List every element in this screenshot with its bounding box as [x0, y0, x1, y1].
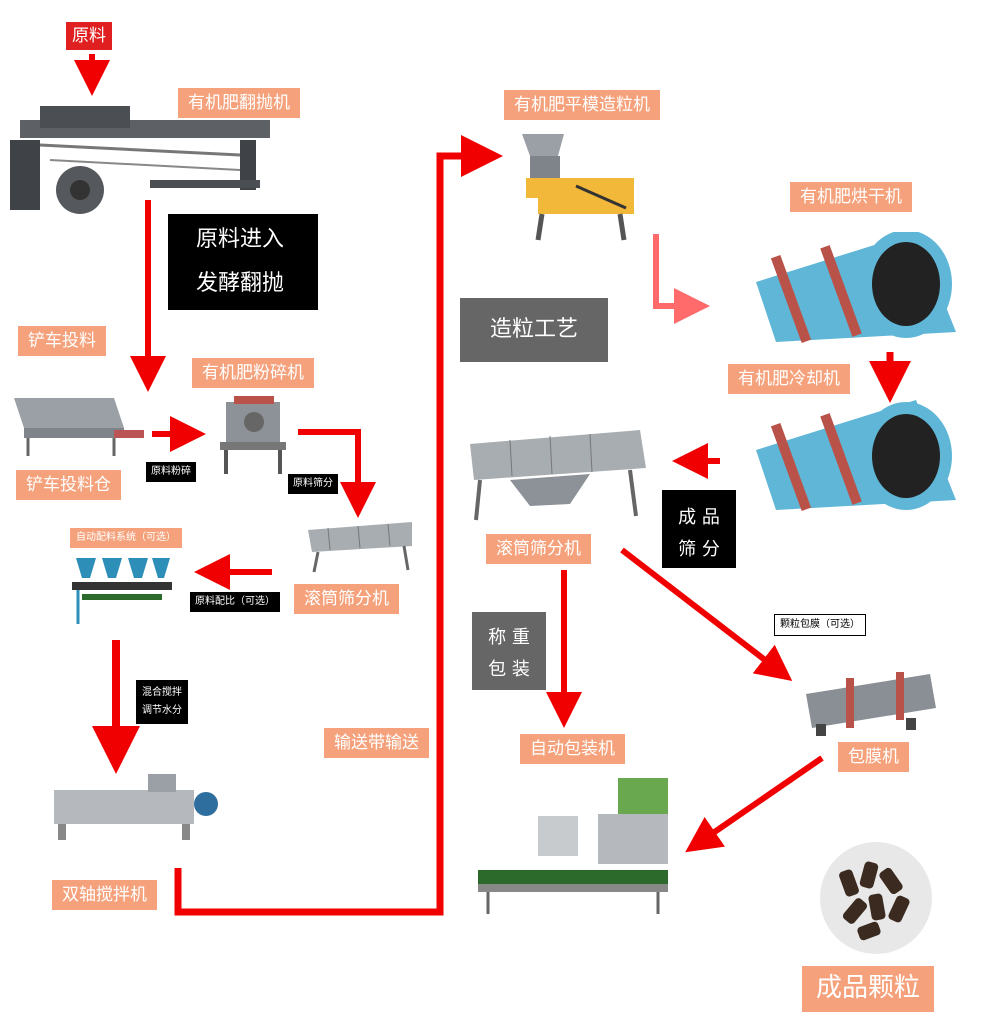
box-weigh-pack-line2: 包 装: [488, 659, 530, 680]
label-final-granules: 成品颗粒: [802, 966, 935, 1012]
label-turner: 有机肥翻抛机: [178, 88, 300, 118]
label-trommel-2: 滚筒筛分机: [486, 534, 591, 564]
arrow-conveyor: [174, 135, 503, 916]
label-trommel-1: 滚筒筛分机: [294, 584, 399, 614]
tag-mix-line1: 混合搅拌: [142, 687, 182, 698]
shovel-bin-image: [14, 398, 144, 456]
coating-machine-image: [806, 672, 936, 736]
crusher-image: [220, 396, 286, 474]
label-dryer: 有机肥烘干机: [790, 182, 912, 212]
label-crusher: 有机肥粉碎机: [192, 358, 314, 388]
label-coating-machine: 包膜机: [838, 742, 909, 772]
arrow-granulator-dryer: [653, 234, 710, 324]
label-cooler: 有机肥冷却机: [728, 364, 850, 394]
label-granulator: 有机肥平模造粒机: [504, 90, 660, 120]
tag-coating-optional: 颗粒包膜（可选）: [774, 614, 866, 636]
label-shovel-bin: 铲车投料仓: [16, 470, 121, 500]
trommel-1-image: [308, 522, 412, 573]
tag-mix-line2: 调节水分: [142, 705, 182, 716]
mixer-image: [54, 774, 218, 840]
box-raw-enter-line2: 发酵翻抛: [196, 271, 285, 296]
tag-raw-crush: 原料粉碎: [146, 462, 196, 482]
granules-image: [820, 842, 932, 954]
cooler-image: [756, 400, 956, 511]
tag-mix: 混合搅拌 调节水分: [136, 680, 188, 724]
label-batching: 自动配料系统（可选）: [70, 528, 182, 548]
label-mixer: 双轴搅拌机: [52, 880, 157, 910]
box-weigh-pack: 称 重 包 装: [472, 612, 546, 690]
label-shovel-feed: 铲车投料: [18, 326, 106, 356]
box-raw-enter-line1: 原料进入: [196, 227, 285, 252]
box-finished-screen-line2: 筛 分: [678, 539, 720, 560]
tag-raw-screen: 原料筛分: [288, 474, 338, 494]
arrow-crusher-trommel: [298, 429, 376, 518]
batching-system-image: [72, 558, 172, 624]
trommel-2-image: [470, 430, 646, 521]
arrow-coating-packer: [685, 755, 824, 853]
label-conveyor: 输送带输送: [324, 728, 429, 758]
granulator-image: [522, 134, 634, 241]
dryer-image: [756, 232, 956, 343]
turner-machine-image: [10, 106, 270, 214]
box-weigh-pack-line1: 称 重: [488, 627, 530, 648]
auto-packer-image: [478, 778, 668, 914]
tag-raw-ratio: 原料配比（可选）: [190, 592, 280, 612]
box-finished-screen: 成 品 筛 分: [662, 490, 736, 568]
label-raw-material: 原料: [66, 22, 112, 50]
box-finished-screen-line1: 成 品: [678, 507, 720, 528]
arrow-trommel-coating: [620, 547, 793, 681]
box-raw-enter: 原料进入 发酵翻抛: [168, 214, 318, 310]
label-auto-packer: 自动包装机: [520, 734, 625, 764]
box-granulation-process: 造粒工艺: [460, 298, 608, 362]
